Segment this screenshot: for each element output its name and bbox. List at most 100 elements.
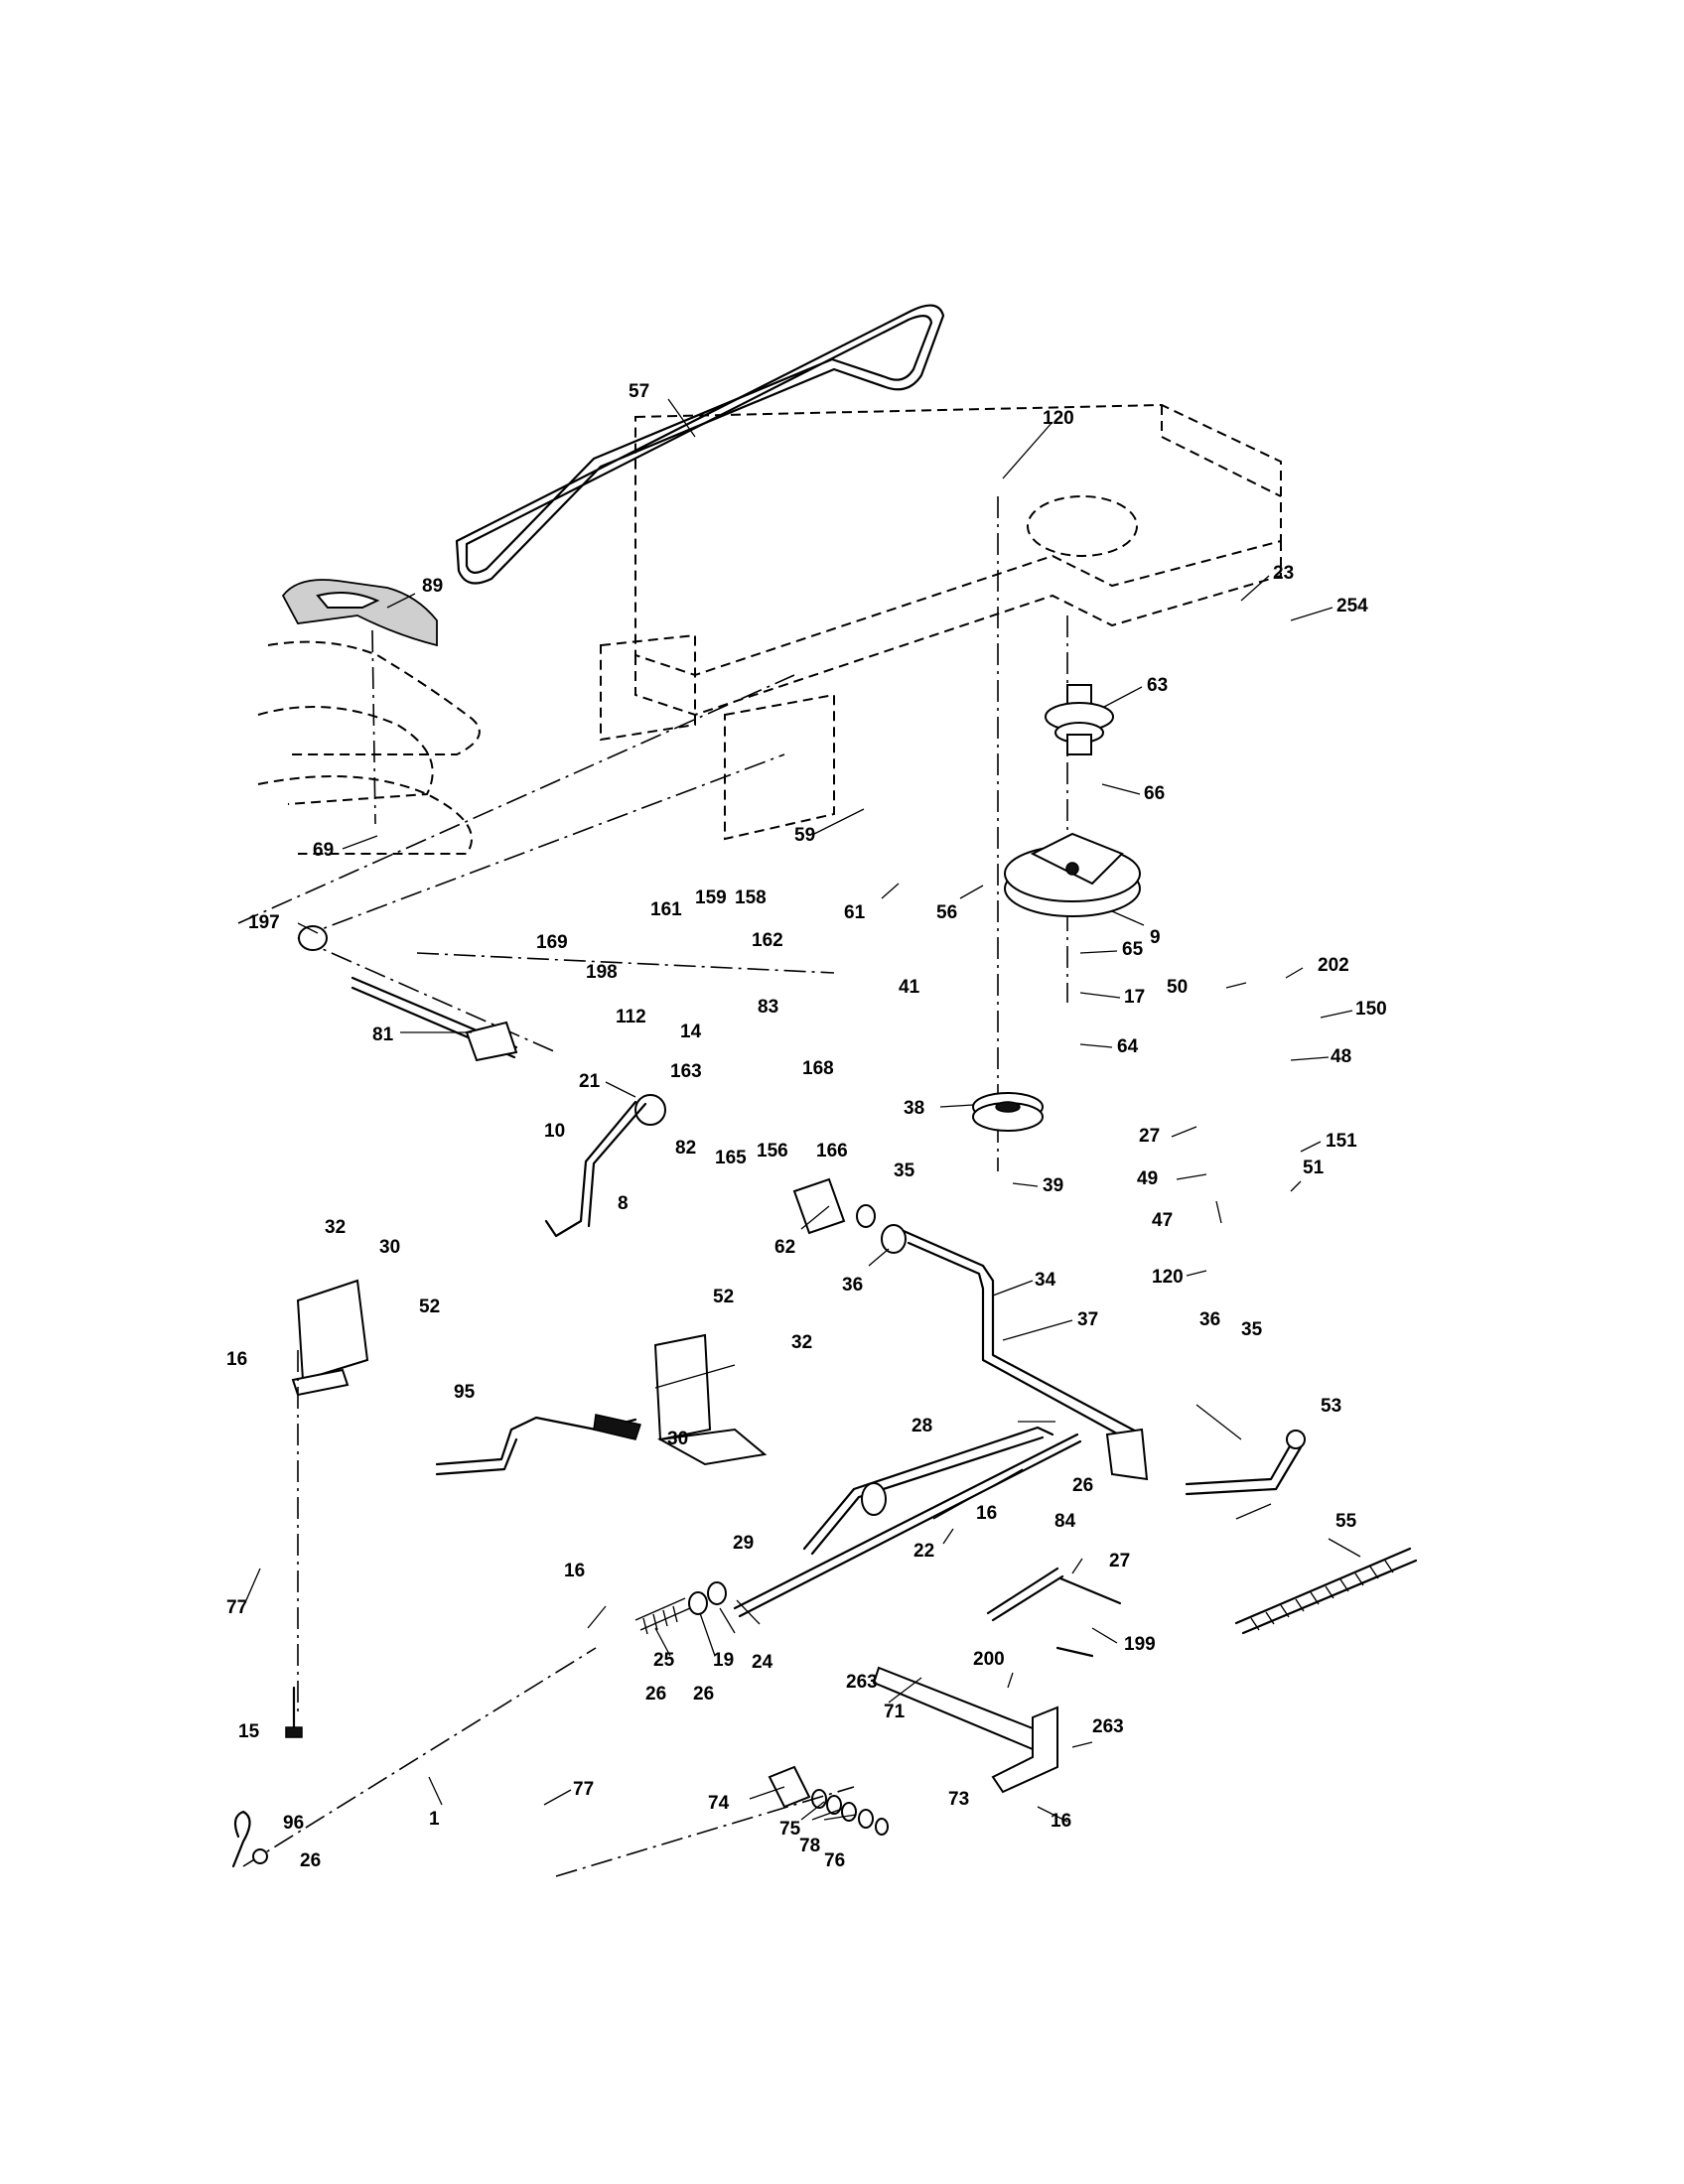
label-26d: 26 bbox=[300, 1850, 321, 1871]
label-57: 57 bbox=[629, 381, 649, 402]
control-lever bbox=[544, 1094, 666, 1238]
label-53: 53 bbox=[1321, 1396, 1341, 1417]
label-30: 30 bbox=[379, 1237, 400, 1258]
label-197: 197 bbox=[248, 912, 280, 933]
label-65: 65 bbox=[1122, 939, 1144, 960]
label-26c: 26 bbox=[693, 1684, 714, 1705]
label-36: 36 bbox=[842, 1275, 863, 1296]
label-64: 64 bbox=[1117, 1036, 1139, 1057]
label-49: 49 bbox=[1137, 1168, 1158, 1189]
label-15: 15 bbox=[238, 1721, 260, 1742]
label-254: 254 bbox=[1336, 596, 1368, 616]
label-39: 39 bbox=[1043, 1175, 1063, 1196]
drive-belt bbox=[455, 304, 945, 585]
label-165: 165 bbox=[715, 1148, 747, 1168]
label-120b: 120 bbox=[1152, 1267, 1184, 1288]
label-19: 19 bbox=[713, 1650, 734, 1671]
label-200: 200 bbox=[973, 1649, 1005, 1670]
label-199: 199 bbox=[1124, 1634, 1156, 1655]
label-73: 73 bbox=[948, 1789, 969, 1810]
bolt-15 bbox=[285, 1686, 303, 1738]
label-1: 1 bbox=[429, 1809, 440, 1830]
label-168: 168 bbox=[802, 1058, 834, 1079]
leader-lines bbox=[245, 398, 1361, 1823]
label-35: 35 bbox=[894, 1160, 915, 1181]
label-47: 47 bbox=[1152, 1210, 1173, 1231]
label-36b: 36 bbox=[1199, 1309, 1220, 1330]
lift-rod bbox=[733, 1426, 1082, 1618]
drive-pulley bbox=[972, 1092, 1044, 1132]
label-8: 8 bbox=[618, 1193, 629, 1214]
label-25: 25 bbox=[653, 1650, 675, 1671]
label-161: 161 bbox=[650, 899, 682, 920]
label-263b: 263 bbox=[1092, 1716, 1124, 1737]
hairpin-96 bbox=[231, 1810, 268, 1868]
label-61: 61 bbox=[844, 902, 866, 923]
label-34: 34 bbox=[1035, 1270, 1056, 1291]
label-23: 23 bbox=[1273, 563, 1294, 584]
label-27b: 27 bbox=[1109, 1551, 1130, 1571]
label-35b: 35 bbox=[1241, 1319, 1263, 1340]
label-17: 17 bbox=[1124, 987, 1145, 1008]
label-48: 48 bbox=[1331, 1046, 1351, 1067]
label-84: 84 bbox=[1054, 1511, 1076, 1532]
label-27: 27 bbox=[1139, 1126, 1160, 1147]
brake-rod bbox=[435, 1414, 641, 1476]
label-96: 96 bbox=[283, 1813, 304, 1834]
label-156: 156 bbox=[757, 1141, 788, 1161]
label-75: 75 bbox=[779, 1819, 801, 1840]
pto-clutch bbox=[1004, 832, 1141, 917]
label-150: 150 bbox=[1355, 999, 1387, 1020]
label-66: 66 bbox=[1144, 783, 1165, 804]
label-59: 59 bbox=[794, 825, 815, 846]
part-labels: 57 120 89 23 254 63 66 59 69 61 56 9 65 … bbox=[226, 381, 1387, 1871]
label-162: 162 bbox=[752, 930, 783, 951]
label-77: 77 bbox=[226, 1597, 247, 1618]
label-29: 29 bbox=[733, 1533, 754, 1554]
label-120: 120 bbox=[1043, 408, 1074, 429]
label-74: 74 bbox=[708, 1793, 730, 1814]
label-30b: 30 bbox=[667, 1429, 688, 1449]
label-89: 89 bbox=[422, 576, 443, 597]
lift-shaft bbox=[298, 925, 518, 1062]
label-78: 78 bbox=[799, 1836, 820, 1856]
label-50: 50 bbox=[1167, 977, 1188, 998]
label-159: 159 bbox=[695, 887, 727, 908]
label-71: 71 bbox=[884, 1702, 906, 1722]
label-63: 63 bbox=[1147, 675, 1168, 696]
spindle bbox=[1045, 684, 1114, 755]
label-76: 76 bbox=[824, 1850, 845, 1871]
brake-bracket bbox=[872, 1666, 1058, 1794]
label-62: 62 bbox=[774, 1237, 795, 1258]
label-263: 263 bbox=[846, 1672, 878, 1693]
label-83: 83 bbox=[758, 997, 778, 1018]
label-69: 69 bbox=[313, 840, 334, 861]
label-28: 28 bbox=[912, 1416, 932, 1436]
label-52: 52 bbox=[419, 1297, 440, 1317]
label-166: 166 bbox=[816, 1141, 848, 1161]
label-21: 21 bbox=[579, 1071, 601, 1092]
label-202: 202 bbox=[1318, 955, 1349, 976]
label-16d: 16 bbox=[1051, 1811, 1071, 1832]
label-81: 81 bbox=[372, 1024, 394, 1045]
label-41: 41 bbox=[899, 977, 920, 998]
label-32: 32 bbox=[325, 1217, 346, 1238]
label-151: 151 bbox=[1326, 1131, 1357, 1152]
seat-pan bbox=[281, 579, 438, 825]
label-10: 10 bbox=[544, 1121, 565, 1142]
label-112: 112 bbox=[616, 1007, 646, 1027]
label-95: 95 bbox=[454, 1382, 476, 1403]
label-158: 158 bbox=[735, 887, 767, 908]
label-56: 56 bbox=[936, 902, 957, 923]
label-26b: 26 bbox=[645, 1684, 666, 1705]
label-22: 22 bbox=[913, 1541, 934, 1562]
label-16: 16 bbox=[226, 1349, 247, 1370]
label-82: 82 bbox=[675, 1138, 696, 1159]
label-24: 24 bbox=[752, 1652, 773, 1673]
bracket-left bbox=[291, 1279, 369, 1397]
pin-rod bbox=[986, 1567, 1122, 1658]
compression-spring bbox=[634, 1581, 727, 1635]
label-52b: 52 bbox=[713, 1287, 734, 1307]
tractor-frame bbox=[237, 403, 1282, 1053]
label-16c: 16 bbox=[564, 1561, 585, 1581]
